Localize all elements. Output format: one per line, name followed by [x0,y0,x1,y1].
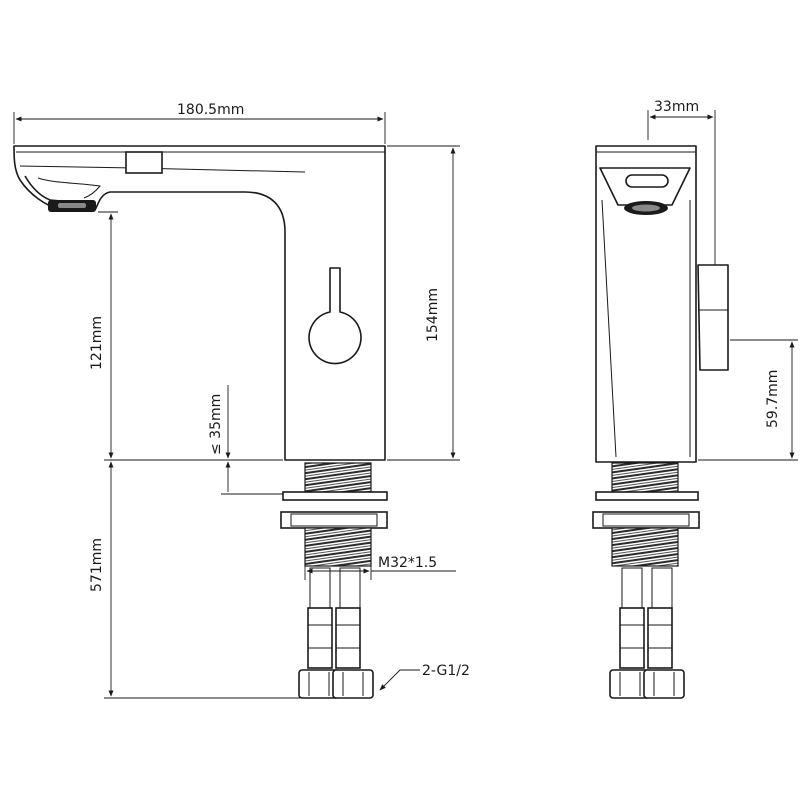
hose-left-lower [307,607,333,669]
side-threaded-shank [611,462,679,496]
hose-right-lower [335,607,361,669]
side-connector-nut-right [643,669,685,699]
side-hose-right [651,567,673,609]
dim-depth-label: 33mm [654,99,699,115]
leader-connector [379,669,420,691]
dim-thread-label: M32*1.5 [378,555,437,571]
side-hose-right-lower [647,607,673,669]
spout-underside [24,175,96,205]
dim-body-height-label: 154mm [425,288,441,342]
dim-connector-label: 2-G1/2 [422,663,470,679]
side-lever [697,264,729,371]
deck-washer [282,491,388,501]
dim-spout-height-label: 121mm [89,316,105,370]
connector-nut-right [332,669,374,699]
aerator-mesh [58,203,86,208]
side-sensor-window [625,174,669,188]
lever-keyhole [308,267,362,365]
hose-left [309,567,331,609]
front-view: 180.5mm 154mm 121mm ≤ 35mm 571mm M32*1.5… [13,102,470,699]
side-hose-left [621,567,643,609]
mounting-nut-inner [290,513,378,527]
threaded-shank-lower [304,527,372,567]
dim-side-height-label: 59.7mm [765,370,781,428]
faucet-body-outline [13,145,386,461]
hose-right [339,567,361,609]
threaded-shank [304,462,372,496]
aerator-recess [37,177,101,199]
dim-deck-thickness-label: ≤ 35mm [208,394,224,455]
side-hose-left-lower [619,607,645,669]
side-body-outline [595,145,697,463]
dim-hose-length-label: 571mm [89,538,105,592]
sensor-window [125,151,163,174]
side-spout-face [599,167,691,206]
dim-length-label: 180.5mm [177,102,244,118]
side-threaded-shank-lower [611,527,679,567]
side-view: 33mm 59.7mm [592,99,798,699]
side-deck-washer [595,491,699,501]
